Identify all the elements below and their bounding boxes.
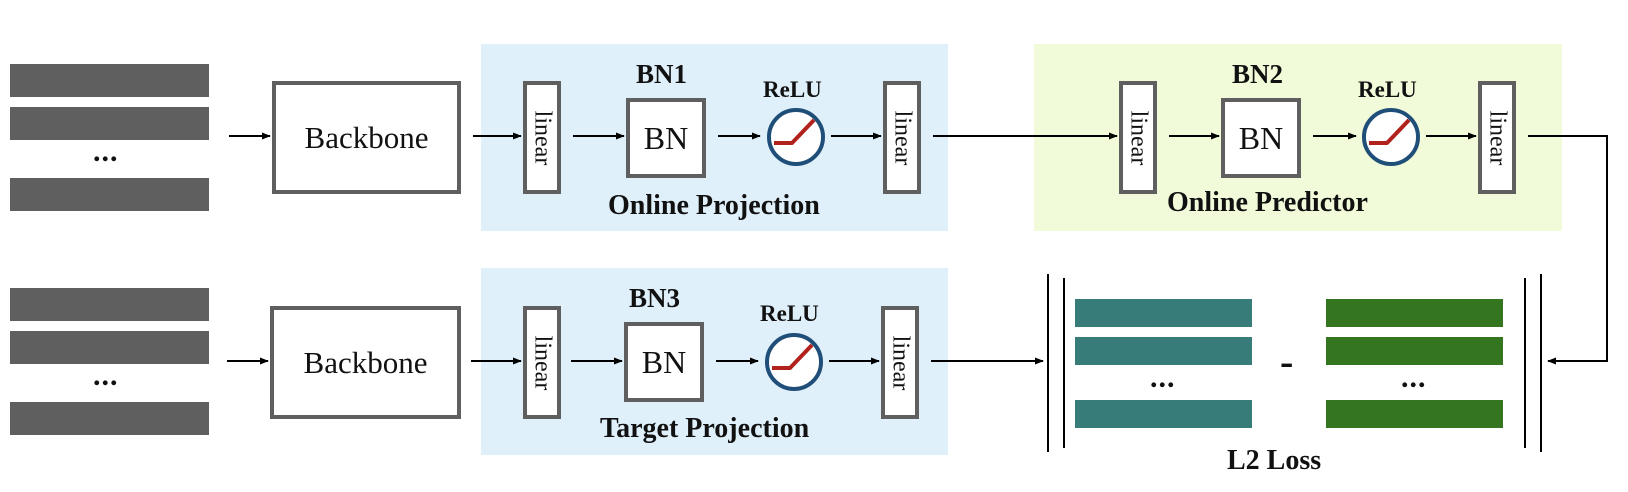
online-projection-relu-title: ReLU [763,77,822,102]
target-backbone-box: Backbone [270,306,461,419]
norm-bars [1047,274,1542,452]
online-predictor-linear-1: linear [1119,81,1157,194]
target-embedding-bar-1 [1326,299,1503,327]
online-embedding-bar-2 [1075,337,1252,365]
target-input-block-2 [10,331,209,364]
online-predictor-relu-title: ReLU [1358,77,1417,102]
online-embedding-bar-1 [1075,299,1252,327]
online-embedding-ellipsis: ... [1150,361,1176,394]
target-projection-relu-title: ReLU [760,301,819,326]
online-projection-label: Online Projection [608,190,820,221]
target-input-ellipsis: ... [93,359,119,392]
relu-curve-icon [772,118,1411,370]
online-projection-linear-2: linear [883,81,921,194]
target-projection-label: Target Projection [600,413,810,444]
target-projection-bn-box: BN [624,322,704,402]
target-input-block-3 [10,402,209,435]
online-projection-bn-box: BN [626,98,706,178]
target-projection-linear-1: linear [523,306,561,419]
arrow [1528,135,1608,365]
bn2-title: BN2 [1232,59,1284,89]
online-input-block-1 [10,64,209,97]
bn3-title: BN3 [629,283,681,313]
online-backbone-box: Backbone [272,81,461,194]
minus-sign: - [1280,339,1294,384]
online-predictor-label: Online Predictor [1167,187,1368,218]
bn1-title: BN1 [636,59,688,89]
target-embedding-ellipsis: ... [1401,361,1427,394]
online-predictor-bn-box: BN [1221,98,1301,178]
online-projection-linear-1: linear [523,81,561,194]
relu-icon [765,108,1420,391]
online-input-block-3 [10,178,209,211]
l2-loss-label: L2 Loss [1227,445,1322,476]
target-embedding-bar-2 [1326,337,1503,365]
target-projection-linear-2: linear [881,306,919,419]
online-predictor-linear-2: linear [1478,81,1516,194]
target-input-block-1 [10,288,209,321]
online-input-block-2 [10,107,209,140]
target-embedding-bar-3 [1326,400,1503,428]
online-input-ellipsis: ... [93,135,119,168]
online-embedding-bar-3 [1075,400,1252,428]
